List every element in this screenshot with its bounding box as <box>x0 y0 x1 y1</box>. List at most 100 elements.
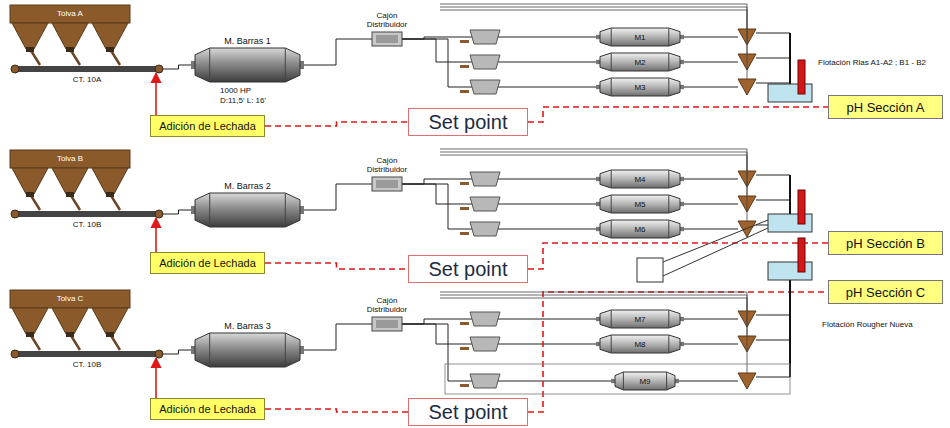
caj-shape <box>372 177 402 191</box>
feed-stub <box>460 384 469 387</box>
hopper-bin <box>10 150 130 168</box>
process-box: Set point <box>408 398 528 426</box>
overflow-line <box>756 200 790 201</box>
node-text: M2 <box>600 53 680 71</box>
return-line <box>440 152 747 196</box>
mill-seam <box>611 53 612 71</box>
mill-shell <box>615 372 675 390</box>
annotation-label: 1000 HP <box>220 86 251 95</box>
hopper-bin <box>10 5 130 23</box>
discharge-line <box>680 204 738 205</box>
flotation-cell <box>470 374 500 388</box>
node-text: M3 <box>600 78 680 96</box>
node-text: M. Barras 3 <box>195 321 300 331</box>
mill-shell <box>600 335 680 353</box>
distributor-box: Cajón Distribuidor <box>372 317 402 331</box>
mill-seam <box>623 372 624 390</box>
process-box: Set point <box>408 108 528 136</box>
mill-seam <box>668 335 669 353</box>
node-text: pH Sección B <box>846 236 925 251</box>
return-line <box>440 10 747 79</box>
belt <box>12 351 162 357</box>
mill-shell <box>195 193 300 227</box>
node-text: M9 <box>615 372 675 390</box>
new-circuit-frame <box>445 364 790 394</box>
pulley <box>11 350 19 358</box>
collector-line <box>789 33 791 92</box>
flotation-cell <box>470 172 500 186</box>
hopper-gate <box>106 332 114 337</box>
conveyor-belt: CT. 10B <box>12 351 162 357</box>
process-line <box>402 184 600 204</box>
conv-shape <box>12 66 162 72</box>
control-line <box>155 218 157 252</box>
node-text: CT. 10A <box>12 75 162 84</box>
node-text: Tolva A <box>10 9 130 18</box>
mill-seam <box>611 195 612 213</box>
mill-seam <box>668 28 669 46</box>
mill-shell <box>195 333 300 367</box>
belt <box>12 66 162 72</box>
mill-seam <box>209 48 210 82</box>
process-line <box>402 39 600 87</box>
node-text: Adición de Lechada <box>159 257 256 269</box>
process-line <box>402 324 600 344</box>
rod-shape <box>195 193 300 227</box>
node-text: Adición de Lechada <box>159 403 256 415</box>
overflow-line <box>756 33 790 34</box>
ph-probe <box>798 190 805 224</box>
flotation-cell <box>470 197 500 211</box>
process-line <box>402 324 615 381</box>
hopper: Tolva A <box>10 5 130 55</box>
discharge-line <box>680 344 738 345</box>
overflow-line <box>756 377 790 378</box>
mill-seam <box>611 335 612 353</box>
feed-stub <box>460 322 469 325</box>
hopper-funnel <box>52 308 88 334</box>
hopper-gate <box>26 192 34 197</box>
control-line <box>265 409 408 412</box>
caj-shape <box>372 317 402 331</box>
hopper-gate <box>106 192 114 197</box>
ball-mill: M1 <box>600 28 680 46</box>
hopper-funnel <box>52 23 88 49</box>
rod-mill: M. Barras 1 <box>195 48 300 82</box>
process-box: pH Sección B <box>828 231 943 255</box>
conv-shape <box>12 211 162 217</box>
node-text: Set point <box>429 258 508 281</box>
mill-seam <box>668 53 669 71</box>
pulley <box>11 210 19 218</box>
node-text: M. Barras 1 <box>195 36 300 46</box>
cyclone <box>738 373 756 389</box>
process-line <box>162 65 195 69</box>
node-text: M1 <box>600 28 680 46</box>
discharge-line <box>680 62 738 63</box>
node-text: Cajón Distribuidor <box>357 157 417 175</box>
ball-mill: M6 <box>600 220 680 238</box>
process-line <box>402 184 600 229</box>
feed-stub <box>460 347 469 350</box>
mill-shell <box>195 48 300 82</box>
feed-stub <box>460 65 469 68</box>
overflow-line <box>756 315 790 316</box>
mill-seam <box>209 193 210 227</box>
rod-mill: M. Barras 3 <box>195 333 300 367</box>
flotation-cell <box>470 222 500 236</box>
hopper-funnel <box>92 308 128 334</box>
mill-shell <box>600 28 680 46</box>
ball-mill: M7 <box>600 310 680 328</box>
mill-shell <box>600 195 680 213</box>
annotation-label: Flotación Rougher Nueva <box>822 320 913 329</box>
overflow-line <box>756 58 790 59</box>
mill-seam <box>209 333 210 367</box>
feed-stub <box>460 232 469 235</box>
control-line <box>528 107 828 122</box>
hopper-gate <box>66 332 74 337</box>
hopper: Tolva C <box>10 290 130 340</box>
hopper-bin <box>10 290 130 308</box>
overflow-line <box>756 175 790 176</box>
flotation-cell <box>470 30 500 44</box>
mill-shell <box>600 53 680 71</box>
mill-seam <box>285 193 286 227</box>
return-line <box>440 298 747 373</box>
